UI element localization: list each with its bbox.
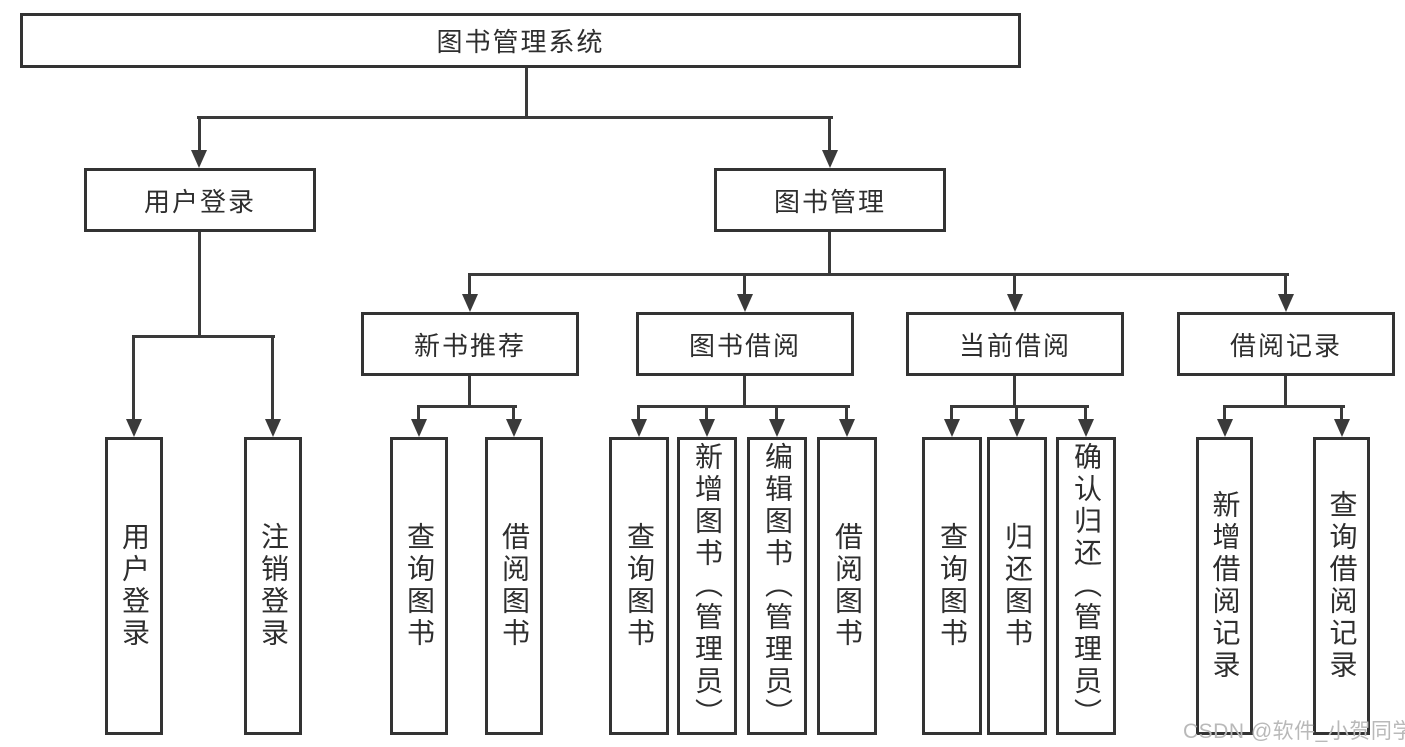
arrow-down-icon	[699, 419, 715, 437]
connector-vline	[132, 337, 135, 421]
arrow-down-icon	[265, 419, 281, 437]
node-user-login: 用户登录	[84, 168, 316, 232]
connector-vline	[743, 275, 746, 296]
connector-hline	[417, 405, 517, 408]
connector-hline	[950, 405, 1089, 408]
connector-vline	[468, 376, 471, 407]
arrow-down-icon	[1334, 419, 1350, 437]
node-user-login-label: 用户登录	[143, 186, 256, 217]
arrow-down-icon	[126, 419, 142, 437]
connector-vline	[828, 118, 831, 152]
leaf-confirm-return-admin: 确认归还（管理员）	[1056, 437, 1116, 735]
node-current-borrowing: 当前借阅	[906, 312, 1124, 376]
arrow-down-icon	[411, 419, 427, 437]
leaf-add-borrow-record-label: 新增借阅记录	[1209, 490, 1241, 682]
node-borrow-records-label: 借阅记录	[1229, 330, 1342, 361]
connector-vline	[271, 337, 274, 421]
connector-hline	[1223, 405, 1345, 408]
arrow-down-icon	[1009, 419, 1025, 437]
leaf-borrow-books: 借阅图书	[817, 437, 877, 735]
arrow-down-icon	[506, 419, 522, 437]
leaf-logout-label: 注销登录	[258, 522, 289, 650]
leaf-add-book-admin-label: 新增图书（管理员）	[692, 442, 723, 730]
leaf-add-book-admin: 新增图书（管理员）	[677, 437, 737, 735]
arrow-down-icon	[839, 419, 855, 437]
leaf-query-books-recommend: 查询图书	[390, 437, 448, 735]
leaf-edit-book-admin: 编辑图书（管理员）	[747, 437, 807, 735]
connector-vline	[198, 118, 201, 152]
arrow-down-icon	[1217, 419, 1233, 437]
leaf-query-books-borrowing: 查询图书	[609, 437, 669, 735]
node-borrow-records: 借阅记录	[1177, 312, 1395, 376]
connector-vline	[417, 407, 420, 421]
connector-vline	[468, 275, 471, 296]
connector-vline	[1223, 407, 1226, 421]
connector-vline	[705, 407, 708, 421]
node-book-management-label: 图书管理	[773, 186, 886, 217]
arrow-down-icon	[1007, 294, 1023, 312]
connector-vline	[828, 232, 831, 276]
connector-hline	[468, 273, 1289, 276]
node-book-borrowing: 图书借阅	[636, 312, 854, 376]
leaf-confirm-return-admin-label: 确认归还（管理员）	[1071, 442, 1102, 730]
connector-vline	[1340, 407, 1343, 421]
node-book-borrowing-label: 图书借阅	[688, 330, 801, 361]
leaf-add-borrow-record: 新增借阅记录	[1196, 437, 1253, 735]
connector-vline	[198, 232, 201, 337]
connector-vline	[845, 407, 848, 421]
node-new-book-recommend: 新书推荐	[361, 312, 579, 376]
leaf-user-login-label: 用户登录	[119, 522, 150, 650]
leaf-user-login: 用户登录	[105, 437, 163, 735]
connector-vline	[950, 407, 953, 421]
leaf-query-books-current-label: 查询图书	[937, 522, 968, 650]
leaf-logout: 注销登录	[244, 437, 302, 735]
connector-hline	[132, 335, 275, 338]
connector-vline	[512, 407, 515, 421]
connector-vline	[1284, 376, 1287, 407]
arrow-down-icon	[944, 419, 960, 437]
node-root-system: 图书管理系统	[20, 13, 1021, 68]
leaf-return-book-label: 归还图书	[1002, 522, 1033, 650]
arrow-down-icon	[462, 294, 478, 312]
connector-vline	[1013, 376, 1016, 407]
arrow-down-icon	[1278, 294, 1294, 312]
leaf-query-borrow-record: 查询借阅记录	[1313, 437, 1370, 735]
leaf-borrow-books-recommend-label: 借阅图书	[499, 522, 530, 650]
connector-vline	[1284, 275, 1287, 296]
node-root-label: 图书管理系统	[436, 27, 605, 57]
leaf-query-books-recommend-label: 查询图书	[404, 522, 435, 650]
leaf-query-borrow-record-label: 查询借阅记录	[1326, 490, 1358, 682]
connector-vline	[1015, 407, 1018, 421]
connector-vline	[637, 407, 640, 421]
node-current-borrowing-label: 当前借阅	[958, 330, 1071, 361]
leaf-borrow-books-recommend: 借阅图书	[485, 437, 543, 735]
arrow-down-icon	[1078, 419, 1094, 437]
watermark: CSDN @软件_小贺同学	[1183, 720, 1405, 743]
connector-hline	[637, 405, 850, 408]
leaf-query-books-borrowing-label: 查询图书	[624, 522, 655, 650]
connector-vline	[743, 376, 746, 407]
node-book-management: 图书管理	[714, 168, 946, 232]
arrow-down-icon	[822, 150, 838, 168]
arrow-down-icon	[737, 294, 753, 312]
connector-hline	[197, 116, 833, 119]
connector-vline	[775, 407, 778, 421]
leaf-return-book: 归还图书	[987, 437, 1047, 735]
leaf-query-books-current: 查询图书	[922, 437, 982, 735]
connector-vline	[525, 68, 528, 119]
connector-vline	[1084, 407, 1087, 421]
node-new-book-recommend-label: 新书推荐	[413, 330, 526, 361]
connector-vline	[1013, 275, 1016, 296]
arrow-down-icon	[769, 419, 785, 437]
arrow-down-icon	[191, 150, 207, 168]
arrow-down-icon	[631, 419, 647, 437]
leaf-borrow-books-label: 借阅图书	[832, 522, 863, 650]
leaf-edit-book-admin-label: 编辑图书（管理员）	[762, 442, 793, 730]
